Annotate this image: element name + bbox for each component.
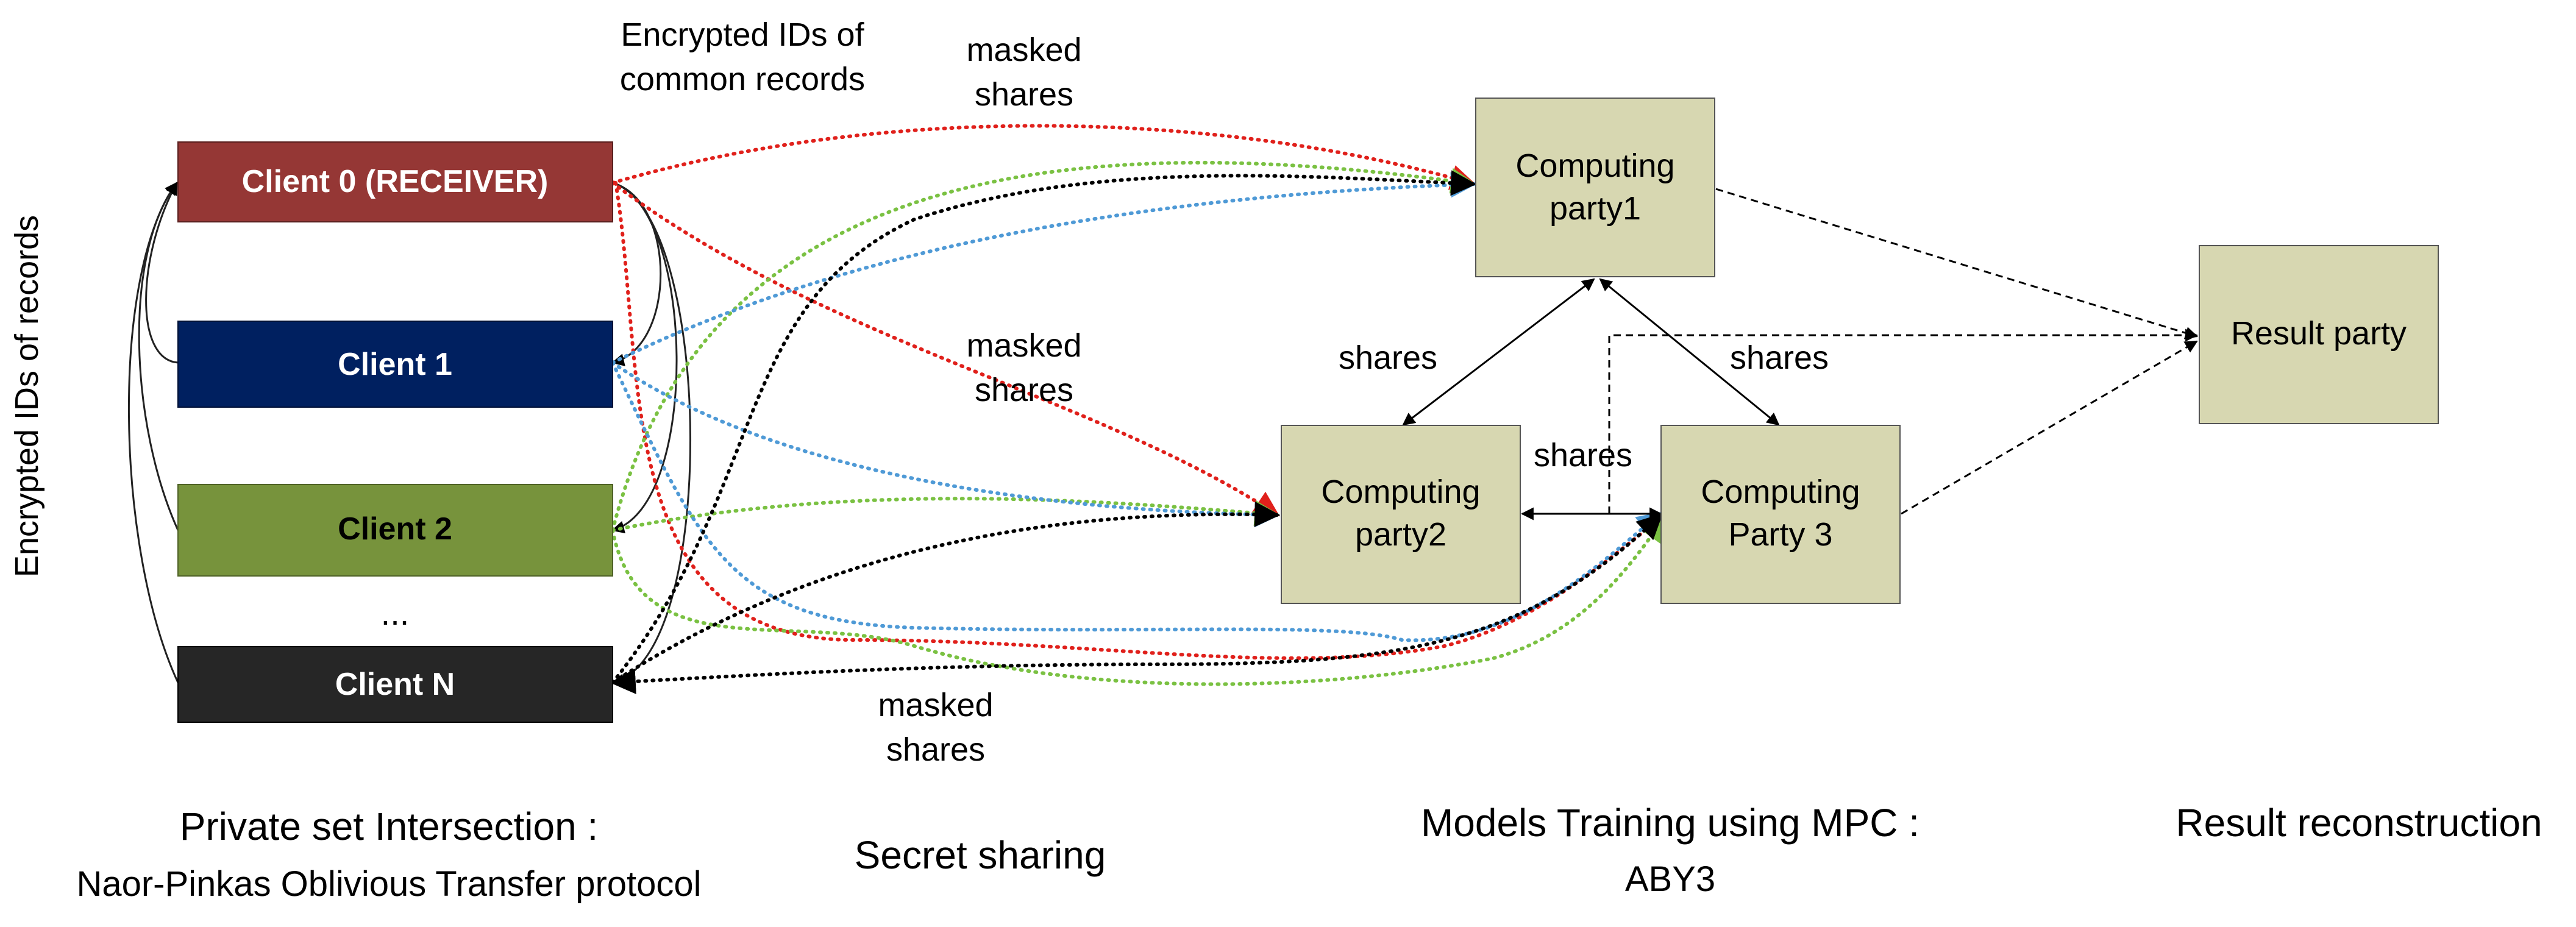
shares-label-middle: shares: [1534, 437, 1632, 474]
encrypted-common-line1: Encrypted IDs of: [621, 16, 864, 53]
client-0-box: Client 0 (RECEIVER): [177, 141, 613, 222]
secret-sharing-stage: Secret sharing: [855, 833, 1106, 877]
result-reconstruction-stage: Result reconstruction: [2176, 801, 2542, 845]
computing-party1-line2: party1: [1550, 190, 1641, 227]
client-1-box: Client 1: [177, 321, 613, 408]
mpc-share-arrows: [1402, 278, 1780, 520]
result-party-box: Result party: [2199, 245, 2439, 424]
encrypted-common-line2: common records: [620, 61, 865, 98]
computing-party1-box: Computing party1: [1475, 98, 1715, 277]
clients-ellipsis: ...: [381, 594, 410, 632]
mpc-stage-subtitle: ABY3: [1625, 859, 1715, 899]
client-2-box: Client 2: [177, 484, 613, 577]
masked-shares-top-line2: shares: [975, 76, 1073, 113]
result-party-label: Result party: [2231, 315, 2407, 352]
masked-shares-bottom-line1: masked: [878, 687, 993, 723]
client-1-label: Client 1: [338, 347, 452, 382]
shares-label-right: shares: [1730, 339, 1829, 376]
computing-party3-line1: Computing: [1701, 474, 1860, 510]
masked-shares-mid-line1: masked: [966, 327, 1081, 364]
shares-label-left: shares: [1339, 339, 1437, 376]
masked-shares-bottom-line2: shares: [886, 731, 985, 768]
computing-party3-line2: Party 3: [1728, 516, 1832, 553]
masked-shares-top-line1: masked: [966, 32, 1081, 68]
vertical-label: Encrypted IDs of records: [9, 215, 45, 577]
client-0-label: Client 0 (RECEIVER): [242, 164, 549, 199]
computing-party1-line1: Computing: [1515, 147, 1674, 184]
client-2-label: Client 2: [338, 511, 452, 547]
psi-loop-arrows-left: [128, 182, 179, 683]
masked-share-flows: [610, 124, 1667, 695]
psi-stage-subtitle: Naor-Pinkas Oblivious Transfer protocol: [76, 864, 701, 904]
client-n-box: Client N: [177, 646, 613, 723]
computing-party2-line1: Computing: [1321, 474, 1480, 510]
computing-party3-box: Computing Party 3: [1660, 425, 1901, 604]
client-n-label: Client N: [335, 667, 455, 702]
mpc-stage-title: Models Training using MPC :: [1421, 801, 1920, 845]
computing-party2-line2: party2: [1355, 516, 1446, 553]
masked-shares-mid-line2: shares: [975, 372, 1073, 408]
result-arrows: [1608, 188, 2199, 515]
computing-party2-box: Computing party2: [1281, 425, 1521, 604]
psi-stage-title: Private set Intersection :: [180, 804, 599, 848]
